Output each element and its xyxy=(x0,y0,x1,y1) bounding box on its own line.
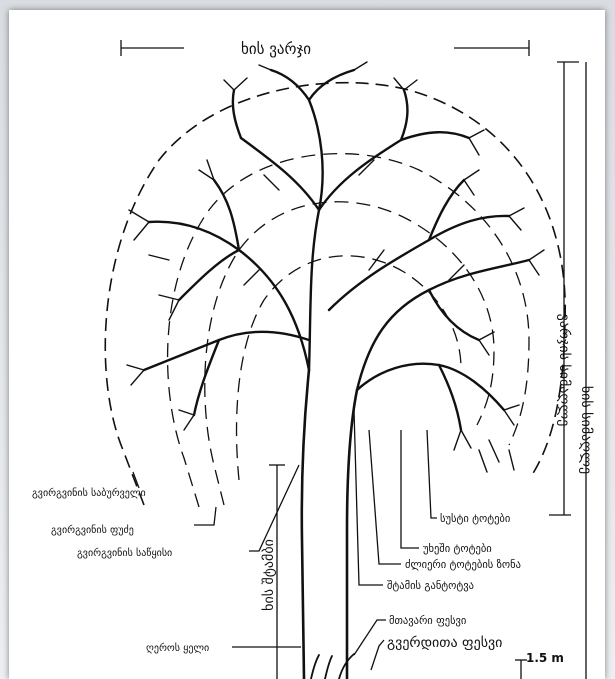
pointer-main-root xyxy=(354,620,386,655)
tree-twigs xyxy=(127,62,544,472)
trunk-label: ხის შტამბი xyxy=(261,539,277,611)
label-trunk-branching: შტამის განტოტვა xyxy=(387,580,474,592)
trunk-left-edge xyxy=(302,370,309,679)
trunk-right-edge xyxy=(347,390,357,679)
label-crown-start: გვირგვინის საწყისი xyxy=(77,547,172,559)
label-crown-base: გვირგვინის ფუძე xyxy=(51,524,134,536)
crown-outline xyxy=(105,83,565,505)
pointer-crown-start xyxy=(249,465,299,551)
pointer-crown-base xyxy=(194,507,216,525)
label-strong-branch-zone: ძლიერი ტოტების ზონა xyxy=(405,559,521,571)
label-root-collar: ღეროს ყელი xyxy=(146,642,209,654)
label-lateral-root: გვერდითა ფესვი xyxy=(387,634,502,651)
diagram-sheet: ხის ვარჯი ვარჯის სიმაღლე ხის სიმაღლე ხის… xyxy=(9,10,605,679)
pointer-thin-twigs xyxy=(427,430,437,518)
tree-height-label: ხის სიმაღლე xyxy=(578,386,594,474)
tree-branches xyxy=(144,70,529,430)
pointer-strong-branch-zone xyxy=(369,430,401,564)
crown-height-label: ვარჯის სიმაღლე xyxy=(556,314,573,427)
label-main-root: მთავარი ფესვი xyxy=(389,615,466,627)
label-thick-branches: უხეში ტოტები xyxy=(423,543,492,555)
pointer-thick-branches xyxy=(401,430,419,548)
label-thin-twigs: სუსტი ტოტები xyxy=(440,513,510,525)
ground-measure-label: 1.5 m xyxy=(526,651,564,665)
tree-anatomy-diagram: ხის ვარჯი ვარჯის სიმაღლე ხის სიმაღლე ხის… xyxy=(9,10,605,679)
crown-label: ხის ვარჯი xyxy=(241,40,311,58)
pointer-lateral-root xyxy=(371,640,384,670)
label-crown-periphery: გვირგვინის საბურველი xyxy=(32,487,146,499)
crown-width-dimension xyxy=(121,40,529,56)
